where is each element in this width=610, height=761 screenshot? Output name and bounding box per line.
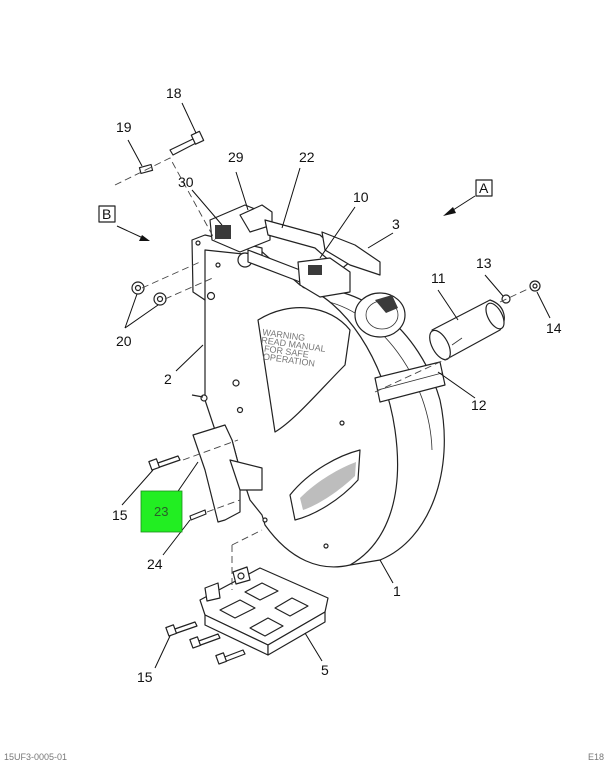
callout-11: 11 [431, 270, 446, 286]
fasteners [131, 130, 541, 665]
highlight-label: 23 [154, 504, 168, 519]
side-bracket [192, 424, 263, 523]
callout-15-upper: 15 [112, 507, 128, 523]
callout-15-lower: 15 [137, 669, 153, 685]
callout-5: 5 [321, 662, 329, 678]
callout-3: 3 [392, 216, 400, 232]
callout-13: 13 [476, 255, 492, 271]
callout-29: 29 [228, 149, 244, 165]
svg-text:A: A [479, 180, 489, 196]
reel-housing: WARNING READ MANUAL FOR SAFE OPERATION [192, 239, 445, 568]
callout-30: 30 [178, 174, 194, 190]
callout-19: 19 [116, 119, 132, 135]
footer-right: E18 [588, 752, 604, 761]
callout-2: 2 [164, 371, 172, 387]
view-marker-a: A [443, 179, 493, 216]
end-cap [354, 292, 406, 338]
callout-22: 22 [299, 149, 315, 165]
tube-11 [429, 299, 505, 361]
callout-18: 18 [166, 85, 182, 101]
svg-text:B: B [102, 206, 111, 222]
callout-24: 24 [147, 556, 163, 572]
highlighted-part-23[interactable] [140, 490, 183, 533]
callout-labels: 18 19 29 22 30 10 3 11 13 14 12 20 2 15 … [112, 85, 562, 685]
tube-holder [374, 361, 446, 403]
callout-10: 10 [353, 189, 369, 205]
callout-1: 1 [393, 583, 401, 599]
view-marker-b: B [98, 205, 150, 241]
valve-assembly [209, 204, 351, 298]
callout-20: 20 [116, 333, 132, 349]
assembly-lines [114, 157, 531, 590]
callout-14: 14 [546, 320, 562, 336]
base-bracket-5 [199, 566, 329, 656]
callout-12: 12 [471, 397, 487, 413]
footer-left: 15UF3-0005-01 [4, 752, 67, 761]
